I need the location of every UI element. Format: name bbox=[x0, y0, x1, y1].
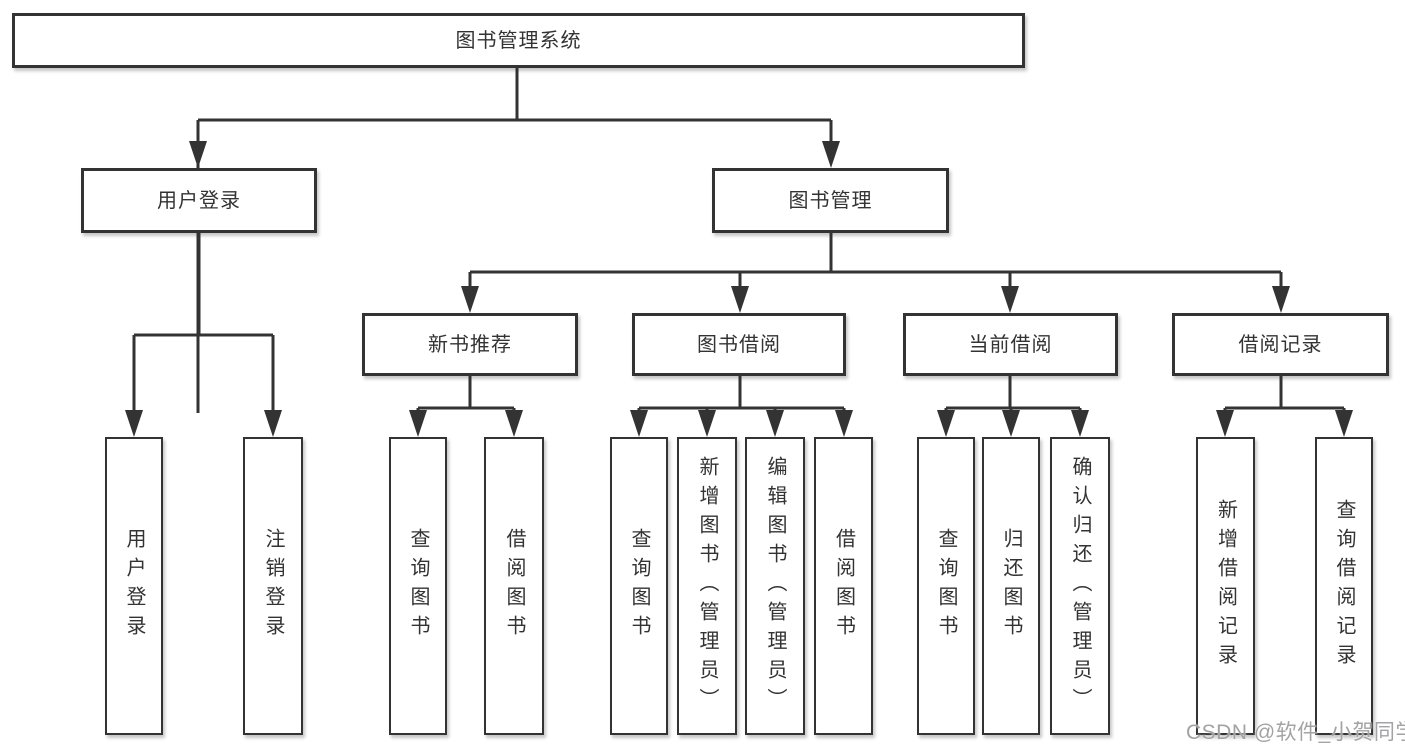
arrow-down-icon bbox=[1002, 410, 1020, 437]
arrow-down-icon bbox=[409, 410, 427, 437]
leaf-user-login: 用户登录 bbox=[105, 437, 163, 735]
node-book-management: 图书管理 bbox=[712, 168, 949, 233]
arrowheads bbox=[125, 141, 1353, 437]
arrow-down-icon bbox=[731, 286, 749, 313]
arrow-down-icon bbox=[937, 410, 955, 437]
leaf-add-books-admin: 新增图书（管理员） bbox=[677, 437, 737, 735]
arrow-down-icon bbox=[1001, 286, 1019, 313]
leaf-confirm-return-admin-label: 确认归还（管理员） bbox=[1069, 455, 1091, 717]
leaf-edit-books-admin: 编辑图书（管理员） bbox=[745, 437, 805, 735]
node-book-borrow-label: 图书借阅 bbox=[697, 333, 781, 356]
node-current-borrow-label: 当前借阅 bbox=[968, 333, 1053, 356]
edge-root-level2 bbox=[196, 68, 833, 413]
edge-current-borrow-leaves bbox=[944, 376, 1082, 412]
leaf-query-books-1: 查询图书 bbox=[389, 437, 447, 735]
node-new-book-recommend-label: 新书推荐 bbox=[428, 333, 512, 356]
tree-edges bbox=[132, 68, 1346, 413]
arrow-down-icon bbox=[1071, 410, 1089, 437]
node-current-borrow: 当前借阅 bbox=[903, 313, 1118, 376]
arrow-down-icon bbox=[461, 286, 479, 313]
leaf-edit-books-admin-label: 编辑图书（管理员） bbox=[764, 455, 786, 717]
node-book-management-label: 图书管理 bbox=[788, 189, 873, 212]
node-root: 图书管理系统 bbox=[12, 13, 1025, 68]
arrow-down-icon bbox=[264, 410, 282, 437]
leaf-borrow-books-1: 借阅图书 bbox=[484, 437, 544, 735]
node-user-login: 用户登录 bbox=[81, 168, 317, 233]
arrow-down-icon bbox=[766, 410, 784, 437]
csdn-watermark: CSDN @软件_小贺同学 bbox=[1186, 721, 1405, 744]
leaf-return-books-label: 归还图书 bbox=[1000, 528, 1022, 644]
arrow-down-icon bbox=[189, 141, 207, 168]
leaf-return-books: 归还图书 bbox=[982, 437, 1040, 735]
arrow-down-icon bbox=[822, 141, 840, 168]
leaf-borrow-books-1-label: 借阅图书 bbox=[503, 528, 525, 644]
edge-user-login-leaves bbox=[132, 233, 275, 412]
arrow-down-icon bbox=[1335, 410, 1353, 437]
leaf-user-login-label: 用户登录 bbox=[123, 528, 145, 644]
arrow-down-icon bbox=[1272, 286, 1290, 313]
leaf-logout-label: 注销登录 bbox=[262, 528, 284, 644]
arrow-down-icon bbox=[630, 410, 648, 437]
edge-book-borrow-leaves bbox=[637, 376, 846, 412]
edge-book-mgmt-level3 bbox=[468, 233, 1283, 288]
arrow-down-icon bbox=[698, 410, 716, 437]
edge-borrow-records-leaves bbox=[1223, 376, 1346, 412]
leaf-add-books-admin-label: 新增图书（管理员） bbox=[696, 455, 718, 717]
leaf-query-books-2-label: 查询图书 bbox=[628, 528, 650, 644]
leaf-query-books-3-label: 查询图书 bbox=[935, 528, 957, 644]
leaf-query-books-1-label: 查询图书 bbox=[407, 528, 429, 644]
leaf-confirm-return-admin: 确认归还（管理员） bbox=[1050, 437, 1110, 735]
leaf-query-books-3: 查询图书 bbox=[917, 437, 975, 735]
leaf-add-borrow-record-label: 新增借阅记录 bbox=[1214, 499, 1237, 673]
leaf-query-books-2: 查询图书 bbox=[610, 437, 668, 735]
node-new-book-recommend: 新书推荐 bbox=[362, 313, 578, 376]
arrow-down-icon bbox=[835, 410, 853, 437]
arrow-down-icon bbox=[125, 410, 143, 437]
arrow-down-icon bbox=[505, 410, 523, 437]
arrow-down-icon bbox=[1216, 410, 1234, 437]
node-borrow-records: 借阅记录 bbox=[1172, 313, 1389, 376]
node-borrow-records-label: 借阅记录 bbox=[1238, 333, 1323, 356]
leaf-logout: 注销登录 bbox=[243, 437, 303, 735]
node-user-login-label: 用户登录 bbox=[157, 189, 241, 212]
leaf-query-borrow-record-label: 查询借阅记录 bbox=[1333, 499, 1355, 673]
leaf-borrow-books-2: 借阅图书 bbox=[814, 437, 873, 735]
leaf-query-borrow-record: 查询借阅记录 bbox=[1315, 437, 1373, 735]
leaf-borrow-books-2-label: 借阅图书 bbox=[832, 528, 855, 644]
edge-new-book-leaves bbox=[416, 376, 516, 412]
node-root-label: 图书管理系统 bbox=[455, 29, 582, 52]
leaf-add-borrow-record: 新增借阅记录 bbox=[1196, 437, 1255, 735]
node-book-borrow: 图书借阅 bbox=[632, 313, 846, 376]
